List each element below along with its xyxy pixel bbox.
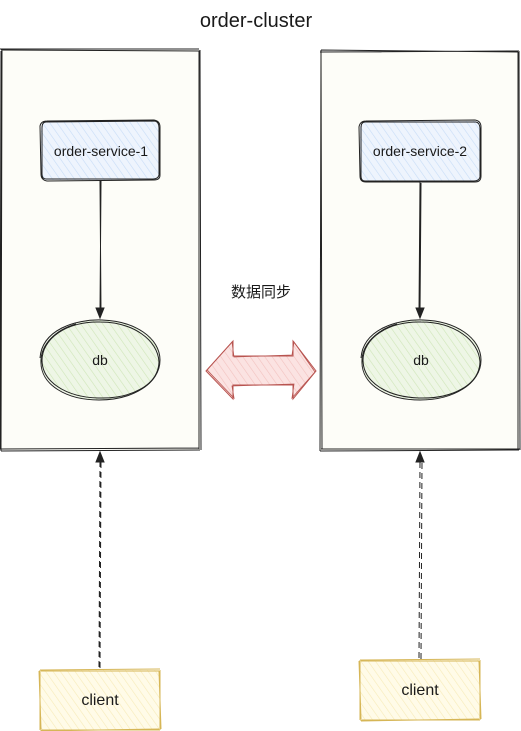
diagram-title: order-cluster [200, 10, 313, 32]
sync-label: 数据同步 [231, 283, 291, 301]
right-db-label: db [413, 352, 429, 368]
right-client-label: client [401, 682, 439, 699]
order-service-1-box: order-service-1 [39, 119, 161, 182]
right-client-to-cluster-arrow [415, 450, 425, 660]
left-client-box: client [38, 668, 162, 731]
left-client-to-cluster-arrow [95, 450, 105, 669]
right-db-ellipse: db [360, 319, 482, 401]
left-service-to-db-arrow [95, 180, 105, 320]
left-db-label: db [92, 352, 108, 368]
left-db-ellipse: db [39, 319, 161, 401]
order-service-2-box: order-service-2 [358, 119, 482, 183]
left-client-label: client [81, 692, 119, 709]
right-service-to-db-arrow [415, 181, 425, 320]
order-service-2-label: order-service-2 [373, 143, 467, 159]
sync-double-arrow [205, 339, 317, 401]
right-client-box: client [358, 658, 482, 722]
order-service-1-label: order-service-1 [54, 143, 148, 159]
